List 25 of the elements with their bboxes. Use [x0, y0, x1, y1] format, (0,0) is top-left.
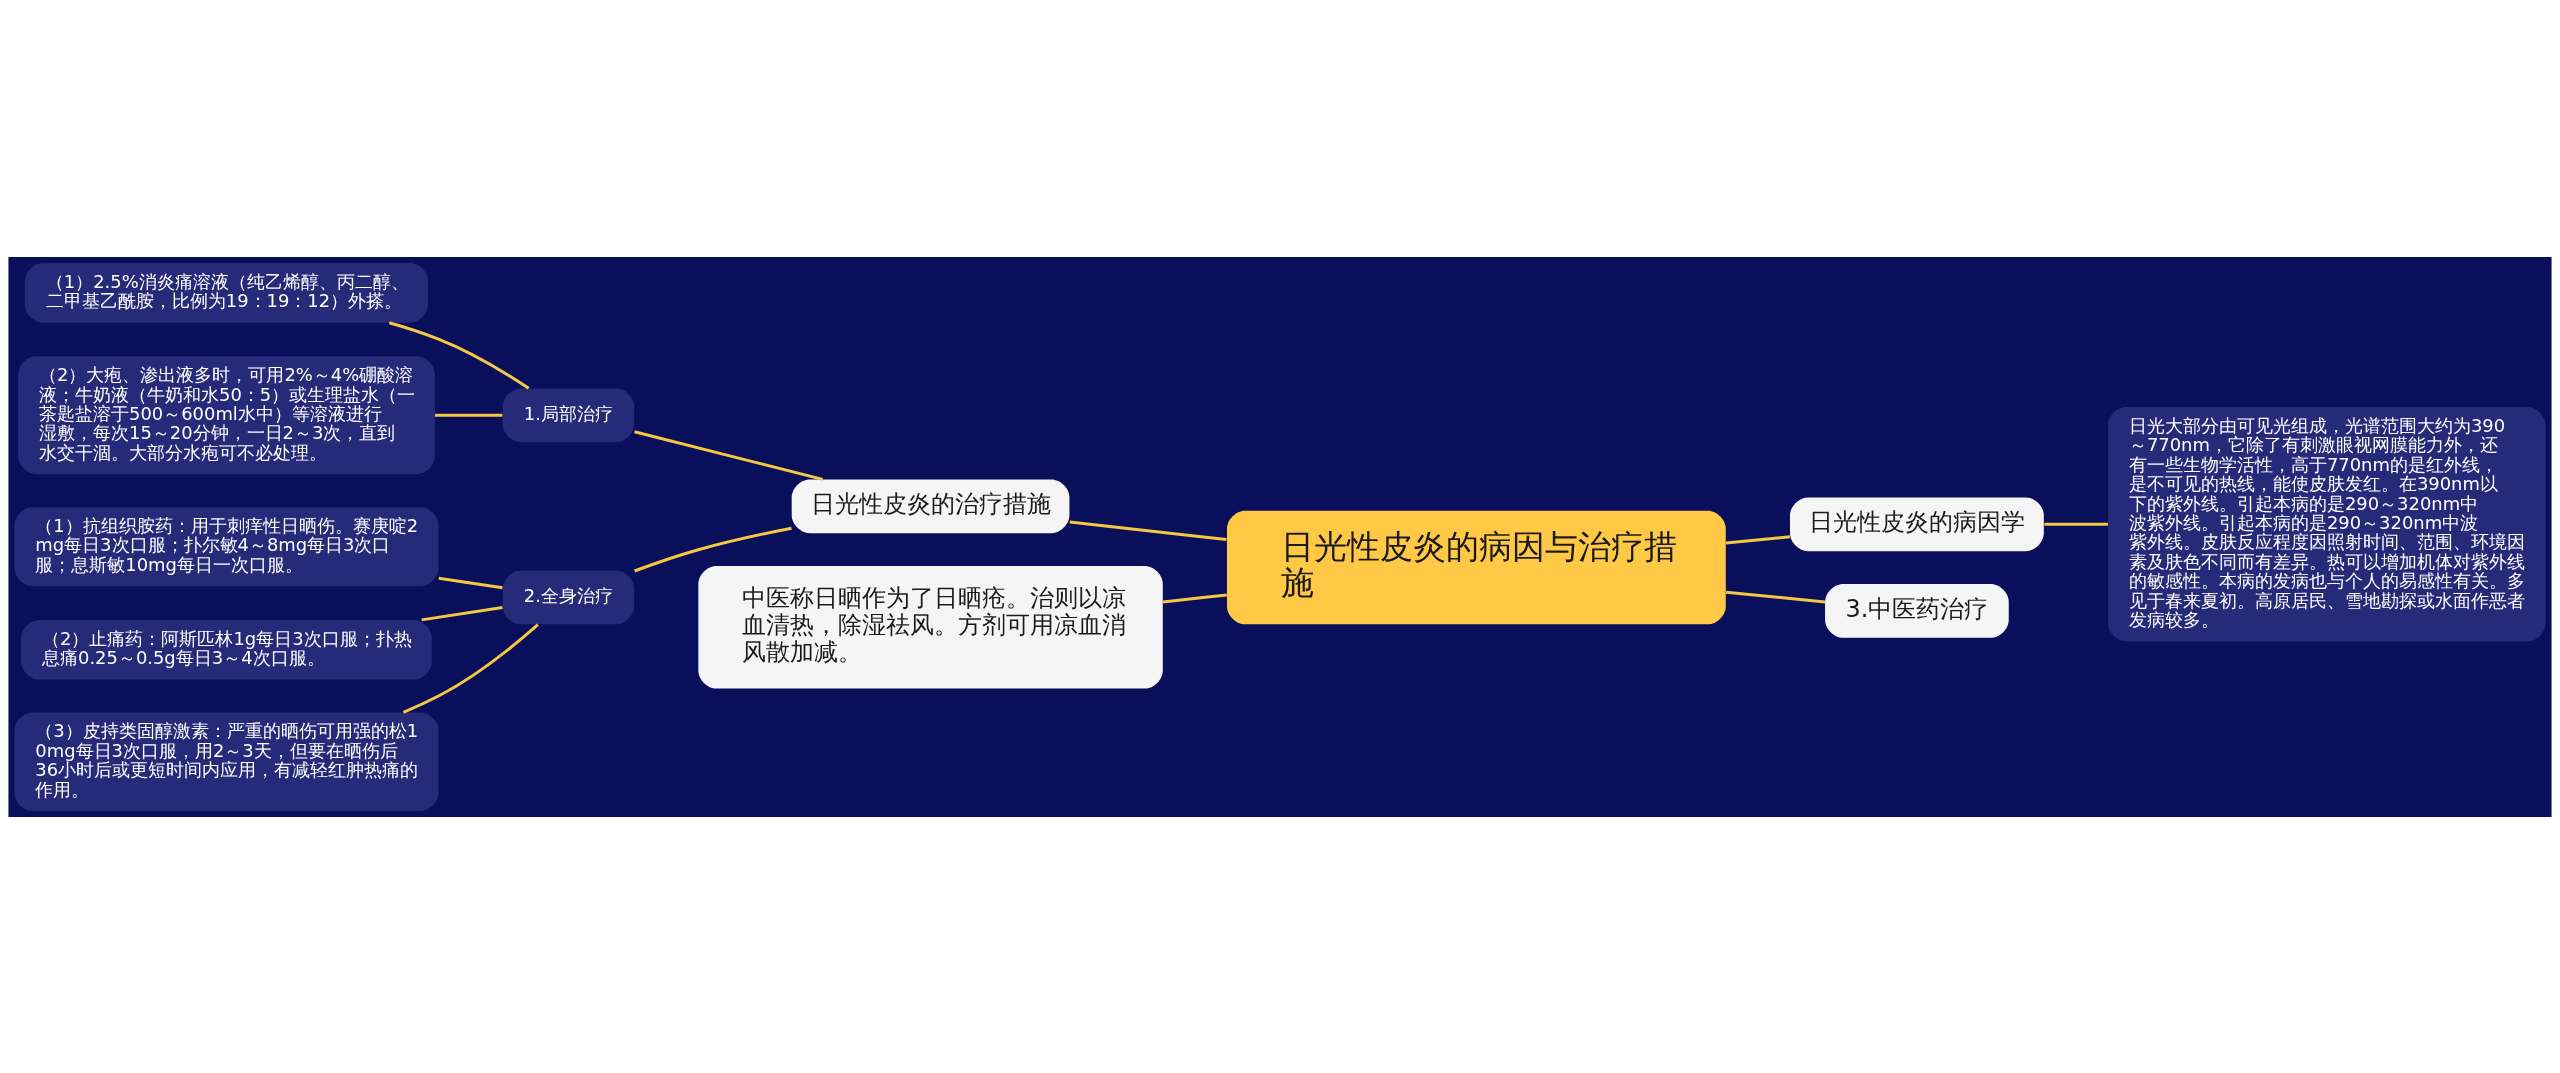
- node-box: 日光性皮炎的病因学: [1789, 496, 2044, 551]
- node-box: 中医称日晒作为了日晒疮。治则以凉血清热，除湿祛风。方剂可用凉血消风散加减。: [698, 565, 1163, 689]
- node-box: 2.全身治疗: [502, 570, 635, 624]
- connector: [402, 623, 539, 714]
- node-box: （2）大疱、渗出液多时，可用2%～4%硼酸溶液；牛奶液（牛奶和水50：5）或生理盐水（一茶匙盐溶于500～600ml水中）等溶液进行湿敷，每次15～20分钟，一日2～3次，直到水交干涸。大部分水疱可不必处理。: [18, 355, 435, 474]
- node-box: 1.局部治疗: [502, 387, 635, 442]
- connector: [1162, 592, 1227, 603]
- connector: [434, 413, 503, 417]
- connector: [1725, 534, 1791, 545]
- connector: [1725, 590, 1826, 603]
- node-box: 日光性皮炎的病因与治疗措施: [1227, 510, 1726, 624]
- node-box: （2）止痛药：阿斯匹林1g每日3次口服；扑热息痛0.25～0.5g每日3～4次口服。: [21, 619, 432, 680]
- connector: [634, 429, 824, 481]
- connector: [421, 605, 503, 621]
- connector: [388, 320, 530, 389]
- connector: [438, 576, 503, 589]
- node-box: （3）皮持类固醇激素：严重的晒伤可用强的松10mg每日3次口服，用2～3天，但要在晒伤后36小时后或更短时间内应用，有减轻红肿热痛的作用。: [14, 711, 439, 811]
- node-box: 日光大部分由可见光组成，光谱范围大约为390～770nm，它除了有刺激眼视网膜能力外，还有一些生物学活性，高于770nm的是红外线，是不可见的热线，能使皮肤发红。在390nm以下的紫外线。引起本病的是290～320nm中波紫外线。引起本病的是290～320nm中波紫外线。皮肤反应程度因照射时间、范围、环境因素及肤色不同而有差异。热可以增加机体对紫外线的敏感性。本病的发病也与个人的易感性有关。多见于春来夏初。高原居民、雪地勘探或水面作恶者发病较多。: [2108, 406, 2546, 642]
- node-box: （1）2.5%消炎痛溶液（纯乙烯醇、丙二醇、二甲基乙酰胺，比例为19：19：12）外搽。: [24, 262, 429, 323]
- node-box: 3.中医药治疗: [1825, 583, 2009, 638]
- node-box: （1）抗组织胺药：用于刺痒性日晒伤。赛庚啶2mg每日3次口服；扑尔敏4～8mg每日3次口服；息斯敏10mg每日一次口服。: [14, 506, 439, 586]
- node-box: 日光性皮炎的治疗措施: [791, 479, 1070, 533]
- connector: [2044, 522, 2108, 526]
- connector: [1069, 519, 1227, 541]
- connector: [634, 526, 792, 572]
